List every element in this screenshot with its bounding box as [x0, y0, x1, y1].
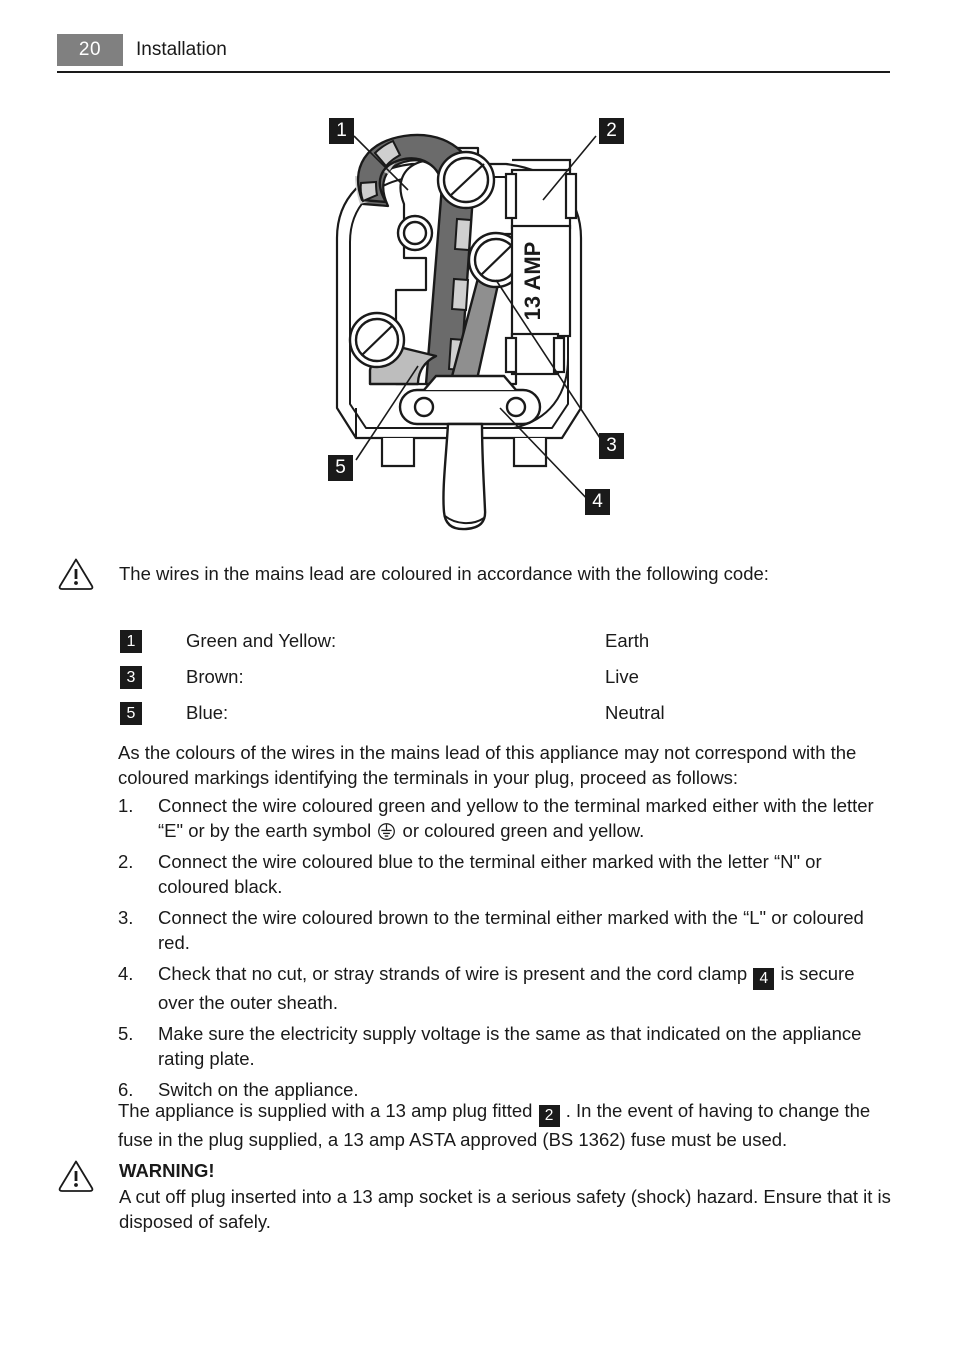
step-item: 5. Make sure the electricity supply volt…: [118, 1021, 893, 1071]
step-text: Connect the wire coloured green and yell…: [158, 795, 874, 841]
plug-diagram-svg: 13 AMP: [335, 133, 601, 531]
colour-code-badge: 3: [120, 666, 142, 689]
cord-clamp: [398, 374, 542, 426]
step-number: 6.: [118, 1079, 134, 1100]
earth-ground-icon: [378, 823, 396, 840]
step-number: 4.: [118, 963, 134, 984]
step-text: Make sure the electricity supply voltage…: [158, 1023, 862, 1069]
step-item: 6. Switch on the appliance.: [118, 1077, 893, 1102]
step-number: 5.: [118, 1023, 134, 1044]
colour-code-name: Brown:: [186, 666, 244, 687]
procedure-intro-text: As the colours of the wires in the mains…: [118, 742, 857, 788]
figure-callout-1: 1: [329, 118, 354, 144]
step-item: 3. Connect the wire coloured brown to th…: [118, 905, 893, 955]
colour-code-role: Earth: [605, 630, 650, 651]
figure-callout-4: 4: [585, 489, 610, 515]
colour-code-badge: 1: [120, 630, 142, 653]
inline-callout-badge: 2: [538, 1105, 560, 1127]
warning-body: WARNING! A cut off plug inserted into a …: [119, 1158, 909, 1234]
colour-code-badge: 5: [120, 702, 142, 725]
figure-callout-5: 5: [328, 455, 353, 481]
colour-code-row: 1 Green and Yellow: Earth: [120, 628, 890, 664]
procedure-steps: 1. Connect the wire coloured green and y…: [118, 793, 893, 1108]
step-text: Check that no cut, or stray strands of w…: [158, 963, 748, 984]
step-number: 3.: [118, 907, 134, 928]
inline-callout-badge: 4: [753, 968, 775, 990]
colour-code-row: 3 Brown: Live: [120, 664, 890, 700]
plug-wiring-figure: 13 AMP 1 2 3 4 5: [300, 108, 650, 548]
wire-colour-code-list: 1 Green and Yellow: Earth 3 Brown: Live …: [120, 628, 890, 736]
outer-sheath: [442, 422, 487, 531]
step-text: Switch on the appliance.: [158, 1079, 359, 1100]
colour-code-row: 5 Blue: Neutral: [120, 700, 890, 736]
page-title: Installation: [136, 39, 227, 60]
step-item: 1. Connect the wire coloured green and y…: [118, 793, 893, 843]
step-text-cont: or coloured green and yellow.: [402, 820, 645, 841]
page-header: 20 Installation: [0, 0, 954, 73]
warning-title: WARNING!: [119, 1160, 215, 1181]
step-number: 1.: [118, 795, 134, 816]
warning-triangle-icon: [58, 1160, 94, 1192]
supplied-text-part1: The appliance is supplied with a 13 amp …: [118, 1100, 533, 1121]
supplied-text-part2: . In the event of having to change the f…: [118, 1100, 871, 1150]
header-divider: [57, 71, 890, 73]
warning-triangle-icon: [58, 558, 94, 590]
supplied-plug-paragraph: The appliance is supplied with a 13 amp …: [118, 1098, 893, 1152]
step-text: Connect the wire coloured blue to the te…: [158, 851, 822, 897]
colour-code-role: Neutral: [605, 702, 665, 723]
fuse-rating-label: 13 AMP: [520, 242, 545, 321]
figure-callout-3: 3: [599, 433, 624, 459]
colour-code-name: Blue:: [186, 702, 229, 723]
step-text-cont: is secure over the outer sheath.: [158, 963, 855, 1013]
step-number: 2.: [118, 851, 134, 872]
intro-text: The wires in the mains lead are coloured…: [119, 563, 769, 584]
warning-text: A cut off plug inserted into a 13 amp so…: [119, 1186, 891, 1232]
page-number: 20: [57, 34, 123, 66]
colour-code-role: Live: [605, 666, 639, 687]
step-text: Connect the wire coloured brown to the t…: [158, 907, 864, 953]
figure-callout-2: 2: [599, 118, 624, 144]
step-item: 2. Connect the wire coloured blue to the…: [118, 849, 893, 899]
colour-code-name: Green and Yellow:: [186, 630, 337, 651]
step-item: 4. Check that no cut, or stray strands o…: [118, 961, 893, 1015]
callout-leader-lines: [353, 135, 601, 505]
